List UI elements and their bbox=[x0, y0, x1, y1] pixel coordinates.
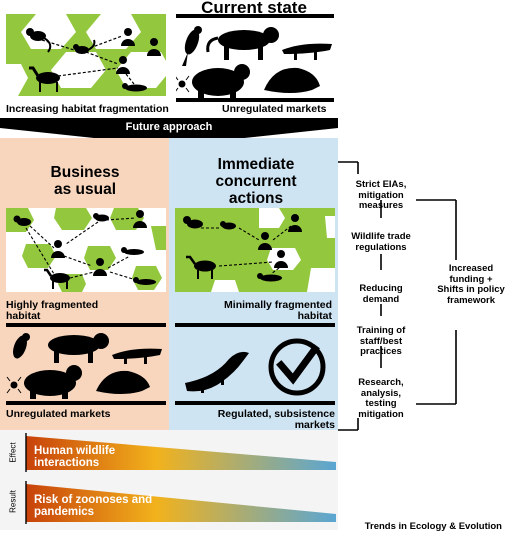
future-approach-label: Future approach bbox=[125, 121, 213, 133]
outcome-text: Increased funding + Shifts in policy fra… bbox=[437, 263, 505, 306]
camel-icon bbox=[186, 255, 216, 279]
pangolin-icon bbox=[264, 67, 320, 93]
ica-market-illustration bbox=[185, 338, 326, 396]
pangolin-icon bbox=[96, 370, 150, 394]
person-icon bbox=[288, 214, 302, 232]
gradient-arrows bbox=[0, 430, 338, 530]
effect-wedge bbox=[26, 436, 336, 470]
lemur-icon bbox=[26, 28, 52, 53]
ica-market-panel bbox=[175, 323, 335, 405]
action-research: Research, analysis, testing mitigation bbox=[358, 377, 404, 420]
result-side-label: Result bbox=[8, 490, 18, 513]
person-icon bbox=[116, 56, 130, 74]
person-icon bbox=[274, 250, 288, 268]
crocodile-icon bbox=[112, 348, 162, 364]
camel-icon bbox=[44, 268, 70, 289]
current-state-title: Current state bbox=[201, 0, 307, 17]
person-icon bbox=[147, 38, 161, 56]
monkey-icon bbox=[73, 39, 96, 54]
bear-icon bbox=[24, 365, 82, 399]
action-reducing-demand: Reducing demand bbox=[359, 283, 403, 305]
lemur-icon bbox=[183, 216, 203, 229]
journal-footer: Trends in Ecology & Evolution bbox=[364, 521, 502, 532]
ica-habitat-panel bbox=[175, 208, 335, 292]
person-icon bbox=[121, 28, 135, 46]
current-habitat-label: Increasing habitat fragmentation bbox=[6, 103, 169, 115]
effect-side-label: Effect bbox=[8, 442, 18, 463]
person-icon bbox=[93, 258, 107, 276]
lemur-icon bbox=[13, 215, 31, 226]
ica-habitat-label: Minimally fragmented habitat bbox=[224, 299, 332, 322]
actions-connector-lines bbox=[338, 161, 457, 431]
person-icon bbox=[133, 210, 147, 228]
monkey-icon bbox=[220, 221, 236, 230]
bear-icon bbox=[192, 64, 250, 98]
fragmented-habitat-illustration bbox=[6, 14, 166, 96]
spider-icon bbox=[176, 75, 190, 93]
camel-icon bbox=[29, 66, 60, 92]
tiger-icon bbox=[48, 333, 109, 363]
effect-text: Human wildlife interactions bbox=[34, 445, 116, 469]
crocodile-icon bbox=[282, 43, 332, 60]
bau-habitat-panel bbox=[6, 208, 166, 292]
future-approach-banner bbox=[0, 118, 338, 146]
highly-fragmented-habitat-illustration bbox=[6, 208, 166, 292]
result-wedge bbox=[26, 484, 336, 522]
action-wildlife-trade-regulations: Wildlife trade regulations bbox=[351, 231, 411, 253]
ica-market-label: Regulated, subsistence markets bbox=[217, 408, 335, 431]
mongoose-icon bbox=[257, 273, 282, 282]
person-icon bbox=[258, 232, 272, 250]
bau-habitat-label: Highly fragmented habitat bbox=[6, 299, 99, 322]
current-market-label: Unregulated markets bbox=[222, 103, 327, 115]
bau-market-panel bbox=[6, 323, 166, 405]
monkey-icon bbox=[93, 213, 109, 222]
mongoose-icon bbox=[121, 247, 144, 255]
crocodile-icon bbox=[185, 351, 249, 393]
immediate-actions-header: Immediate concurrent actions bbox=[215, 156, 297, 207]
current-habitat-panel bbox=[6, 14, 166, 96]
minimally-fragmented-habitat-illustration bbox=[175, 208, 335, 292]
wildlife-silhouettes bbox=[176, 26, 332, 98]
spider-icon bbox=[6, 376, 22, 394]
parrot-icon bbox=[182, 26, 202, 66]
person-icon bbox=[51, 240, 65, 258]
tiger-icon bbox=[206, 27, 279, 60]
checkmark-icon bbox=[268, 338, 326, 396]
bau-market-label: Unregulated markets bbox=[6, 408, 111, 420]
result-text: Risk of zoonoses and pandemics bbox=[34, 494, 153, 518]
parrot-icon bbox=[13, 333, 30, 359]
mongoose-icon bbox=[122, 83, 147, 92]
business-as-usual-header: Business as usual bbox=[50, 164, 120, 198]
current-market-panel bbox=[176, 14, 334, 102]
bau-wildlife-silhouettes bbox=[6, 333, 162, 399]
